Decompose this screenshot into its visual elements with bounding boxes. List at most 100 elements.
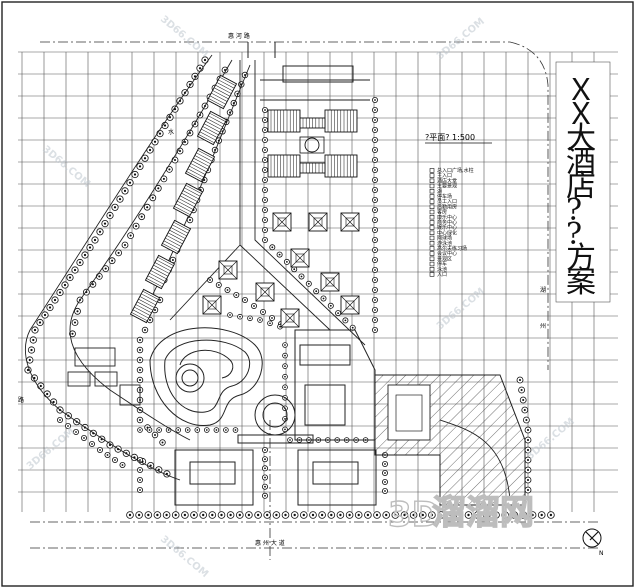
tree-trunk [76,310,79,313]
tree-trunk [171,259,174,261]
tree-trunk [75,431,77,433]
tree-trunk [348,513,351,517]
tree-trunk [202,513,205,517]
north-gate [247,42,354,83]
tree-trunk [192,513,196,517]
tree-trunk [374,99,376,101]
tree-trunk [264,485,266,488]
tree-trunk [98,230,102,233]
tree-trunk [52,400,55,404]
tree-trunk [108,214,112,217]
tree-trunk [311,513,315,517]
tree-trunk [186,429,189,431]
tree-trunk [526,488,530,492]
tree-trunk [198,67,202,70]
tree-trunk [264,129,266,131]
tree-trunk [108,443,112,447]
tree-trunk [111,259,114,262]
tree-trunk [329,304,332,307]
tree-trunk [384,481,386,483]
tree-trunk [421,513,424,517]
villa-block [206,74,238,110]
tree-trunk [78,261,82,264]
tree-trunk [211,513,214,517]
legend-item: 主要景观 [437,183,457,190]
tree-trunk [284,365,286,367]
tree-trunk [513,513,516,517]
villa-block [129,288,161,324]
legend-item: 总入口广场,水柱 [437,167,474,174]
tree-trunk [229,314,231,316]
legend-marker [429,261,435,267]
tree-trunk [264,189,266,191]
tree-trunk [143,157,147,160]
tree-trunk [526,448,530,452]
title-char: 方 [566,241,596,276]
tree-trunk [137,513,141,517]
tree-trunk [284,386,286,389]
tree-trunk [33,328,37,332]
tree-trunk [264,109,266,111]
tree-trunk [264,229,266,231]
tree-trunk [522,513,525,517]
tree-trunk [540,513,543,517]
tree-trunk [178,149,182,153]
tree-trunk [403,513,406,517]
tree-trunk [53,298,57,302]
legend-marker [429,183,435,189]
tree-trunk [344,319,347,322]
tree-trunk [68,276,72,279]
title-char: 酒 [566,145,596,180]
tree-trunk [235,294,238,296]
title-char: 案 [566,265,596,300]
legend-item: 商务中心 [437,219,457,226]
tree-trunk [264,219,266,221]
tree-trunk [139,339,141,341]
tree-trunk [259,319,261,321]
tree-trunk [279,325,281,328]
tree-trunk [302,513,305,517]
tree-trunk [503,513,507,517]
pavilion [272,212,292,232]
legend-item: 网球场 [437,235,452,242]
tree-trunk [531,513,534,517]
tree-trunk [59,419,61,421]
watermark-logo: 3D [388,495,440,535]
legend-item: 会议中心 [437,250,457,257]
tree-trunk [157,468,160,471]
tree-trunk [168,116,172,119]
tree-trunk [264,239,266,241]
tree-trunk [374,249,376,251]
villa-block [144,254,176,290]
tree-trunk [293,268,296,271]
tree-trunk [374,269,376,271]
tree-trunk [154,434,156,436]
tree-trunk [183,140,187,144]
legend-item: 后勤用房 [437,203,457,210]
hotel-core [299,136,325,154]
tree-trunk [253,305,255,307]
tree-trunk [384,490,386,492]
tree-trunk [114,459,116,461]
tree-trunk [307,282,310,285]
tree-trunk [264,199,266,201]
tree-trunk [458,513,461,517]
legend-item: 酒店大堂 [437,177,457,184]
tree-trunk [374,259,376,261]
tree-trunk [264,494,266,497]
tree-trunk [217,284,220,286]
legend-item: 入口 [437,272,447,278]
tree-trunk [264,149,266,151]
tree-trunk [284,375,286,378]
tree-trunk [147,513,150,517]
tree-trunk [165,513,168,517]
tree-trunk [249,317,251,320]
legend-marker [429,225,435,230]
road-label-south: 惠 州 大 道 [255,539,285,547]
tree-trunk [189,219,191,221]
pavilion [340,212,360,232]
tree-trunk [320,513,324,517]
tree-trunk [374,129,376,131]
tree-trunk [26,368,30,372]
villa-block [172,182,204,218]
